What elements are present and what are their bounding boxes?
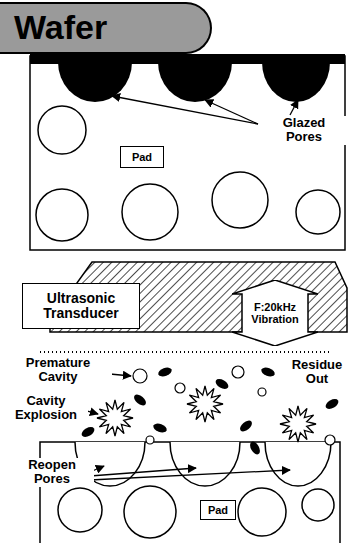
node-text: Wafer (14, 9, 107, 46)
residue-particle (214, 377, 230, 391)
premature-cavity (325, 435, 335, 445)
premature-cavity (146, 436, 154, 444)
reopened-pores (58, 442, 334, 538)
residue-particle (157, 366, 173, 378)
premature-cavity (133, 369, 147, 383)
residue-particle (260, 366, 276, 378)
dotted-interface (40, 351, 330, 353)
residue-particle (248, 440, 262, 456)
premature-cavity (232, 366, 244, 378)
residue-particle (132, 392, 148, 407)
callout-label: Residue Out (282, 358, 352, 387)
residue-particle (80, 425, 96, 439)
transducer-label-box: Ultrasonic Transducer (22, 283, 140, 329)
node-text: Pad (132, 151, 152, 163)
residue-particle (238, 418, 254, 433)
premature-cavity (175, 383, 185, 393)
residue-particle (324, 397, 340, 411)
callout-label: Reopen Pores (10, 458, 94, 487)
node-text: Ultrasonic Transducer (29, 291, 133, 322)
cavity-explosion (97, 400, 133, 436)
node-text: Pad (208, 504, 228, 516)
callout-label: Cavity Explosion (4, 394, 88, 423)
wafer-block: Wafer (0, 2, 212, 54)
pad-label-box: Pad (120, 146, 164, 168)
leader-arrows (84, 374, 290, 480)
callout-label: Glazed Pores (262, 116, 346, 145)
premature-cavity (258, 388, 266, 396)
residue-particle (152, 422, 168, 434)
cavity-explosion (187, 386, 223, 422)
vibration-arrow: F:20kHz Vibration (232, 280, 318, 346)
node-text: F:20kHz Vibration (244, 301, 306, 325)
glazed-pores (58, 62, 330, 102)
pad-body (30, 56, 345, 250)
cavity-explosion (280, 406, 316, 442)
pad-label-box: Pad (200, 500, 236, 520)
callout-label: Premature Cavity (4, 356, 112, 385)
